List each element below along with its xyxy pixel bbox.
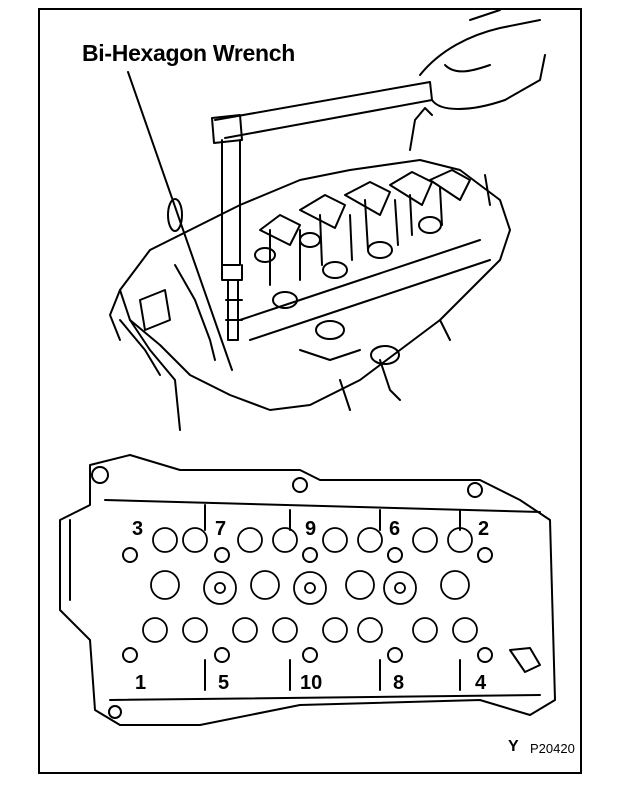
bolt-number: 10 (300, 672, 323, 694)
cylinder-head-top-view (59, 454, 556, 726)
engine-head-perspective (109, 107, 511, 431)
figure-code-letter: Y (508, 738, 519, 755)
bi-hexagon-wrench (211, 81, 433, 341)
bolt-number: 1 (135, 672, 147, 694)
bolt-number: 2 (478, 518, 490, 540)
wrench-label: Bi-Hexagon Wrench (82, 40, 296, 66)
figure-code: P20420 (530, 741, 575, 756)
bolt-number: 5 (218, 672, 230, 694)
leader-line (127, 71, 233, 371)
bolt-number: 7 (215, 518, 227, 540)
bolt-number: 9 (305, 518, 317, 540)
bolt-number: 8 (393, 672, 405, 694)
bolt-number: 3 (132, 518, 144, 540)
hand (419, 9, 546, 110)
figure-frame (38, 8, 582, 774)
bolt-number: 6 (389, 518, 401, 540)
bolt-number: 4 (475, 672, 487, 694)
